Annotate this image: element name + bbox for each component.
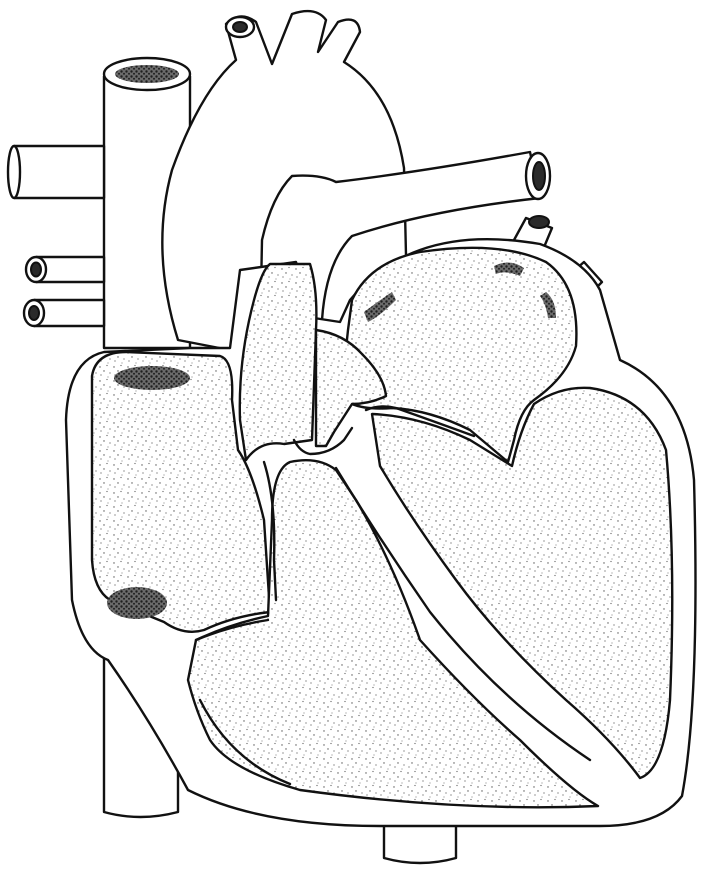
inferior-vena-cava-opening (107, 587, 167, 619)
right-pulmonary-vein-upper-lumen (31, 263, 41, 277)
coronary-sinus-opening (114, 366, 190, 390)
right-pulmonary-vein-lower-lumen (29, 306, 39, 320)
left-pulmonary-vein-upper-opening (529, 216, 549, 228)
right-pulmonary-artery-end (8, 146, 20, 198)
right-pulmonary-artery (14, 146, 104, 198)
brachiocephalic-lumen (233, 22, 247, 32)
left-pulmonary-artery-lumen (533, 162, 545, 190)
superior-vena-cava-lumen (115, 65, 179, 83)
